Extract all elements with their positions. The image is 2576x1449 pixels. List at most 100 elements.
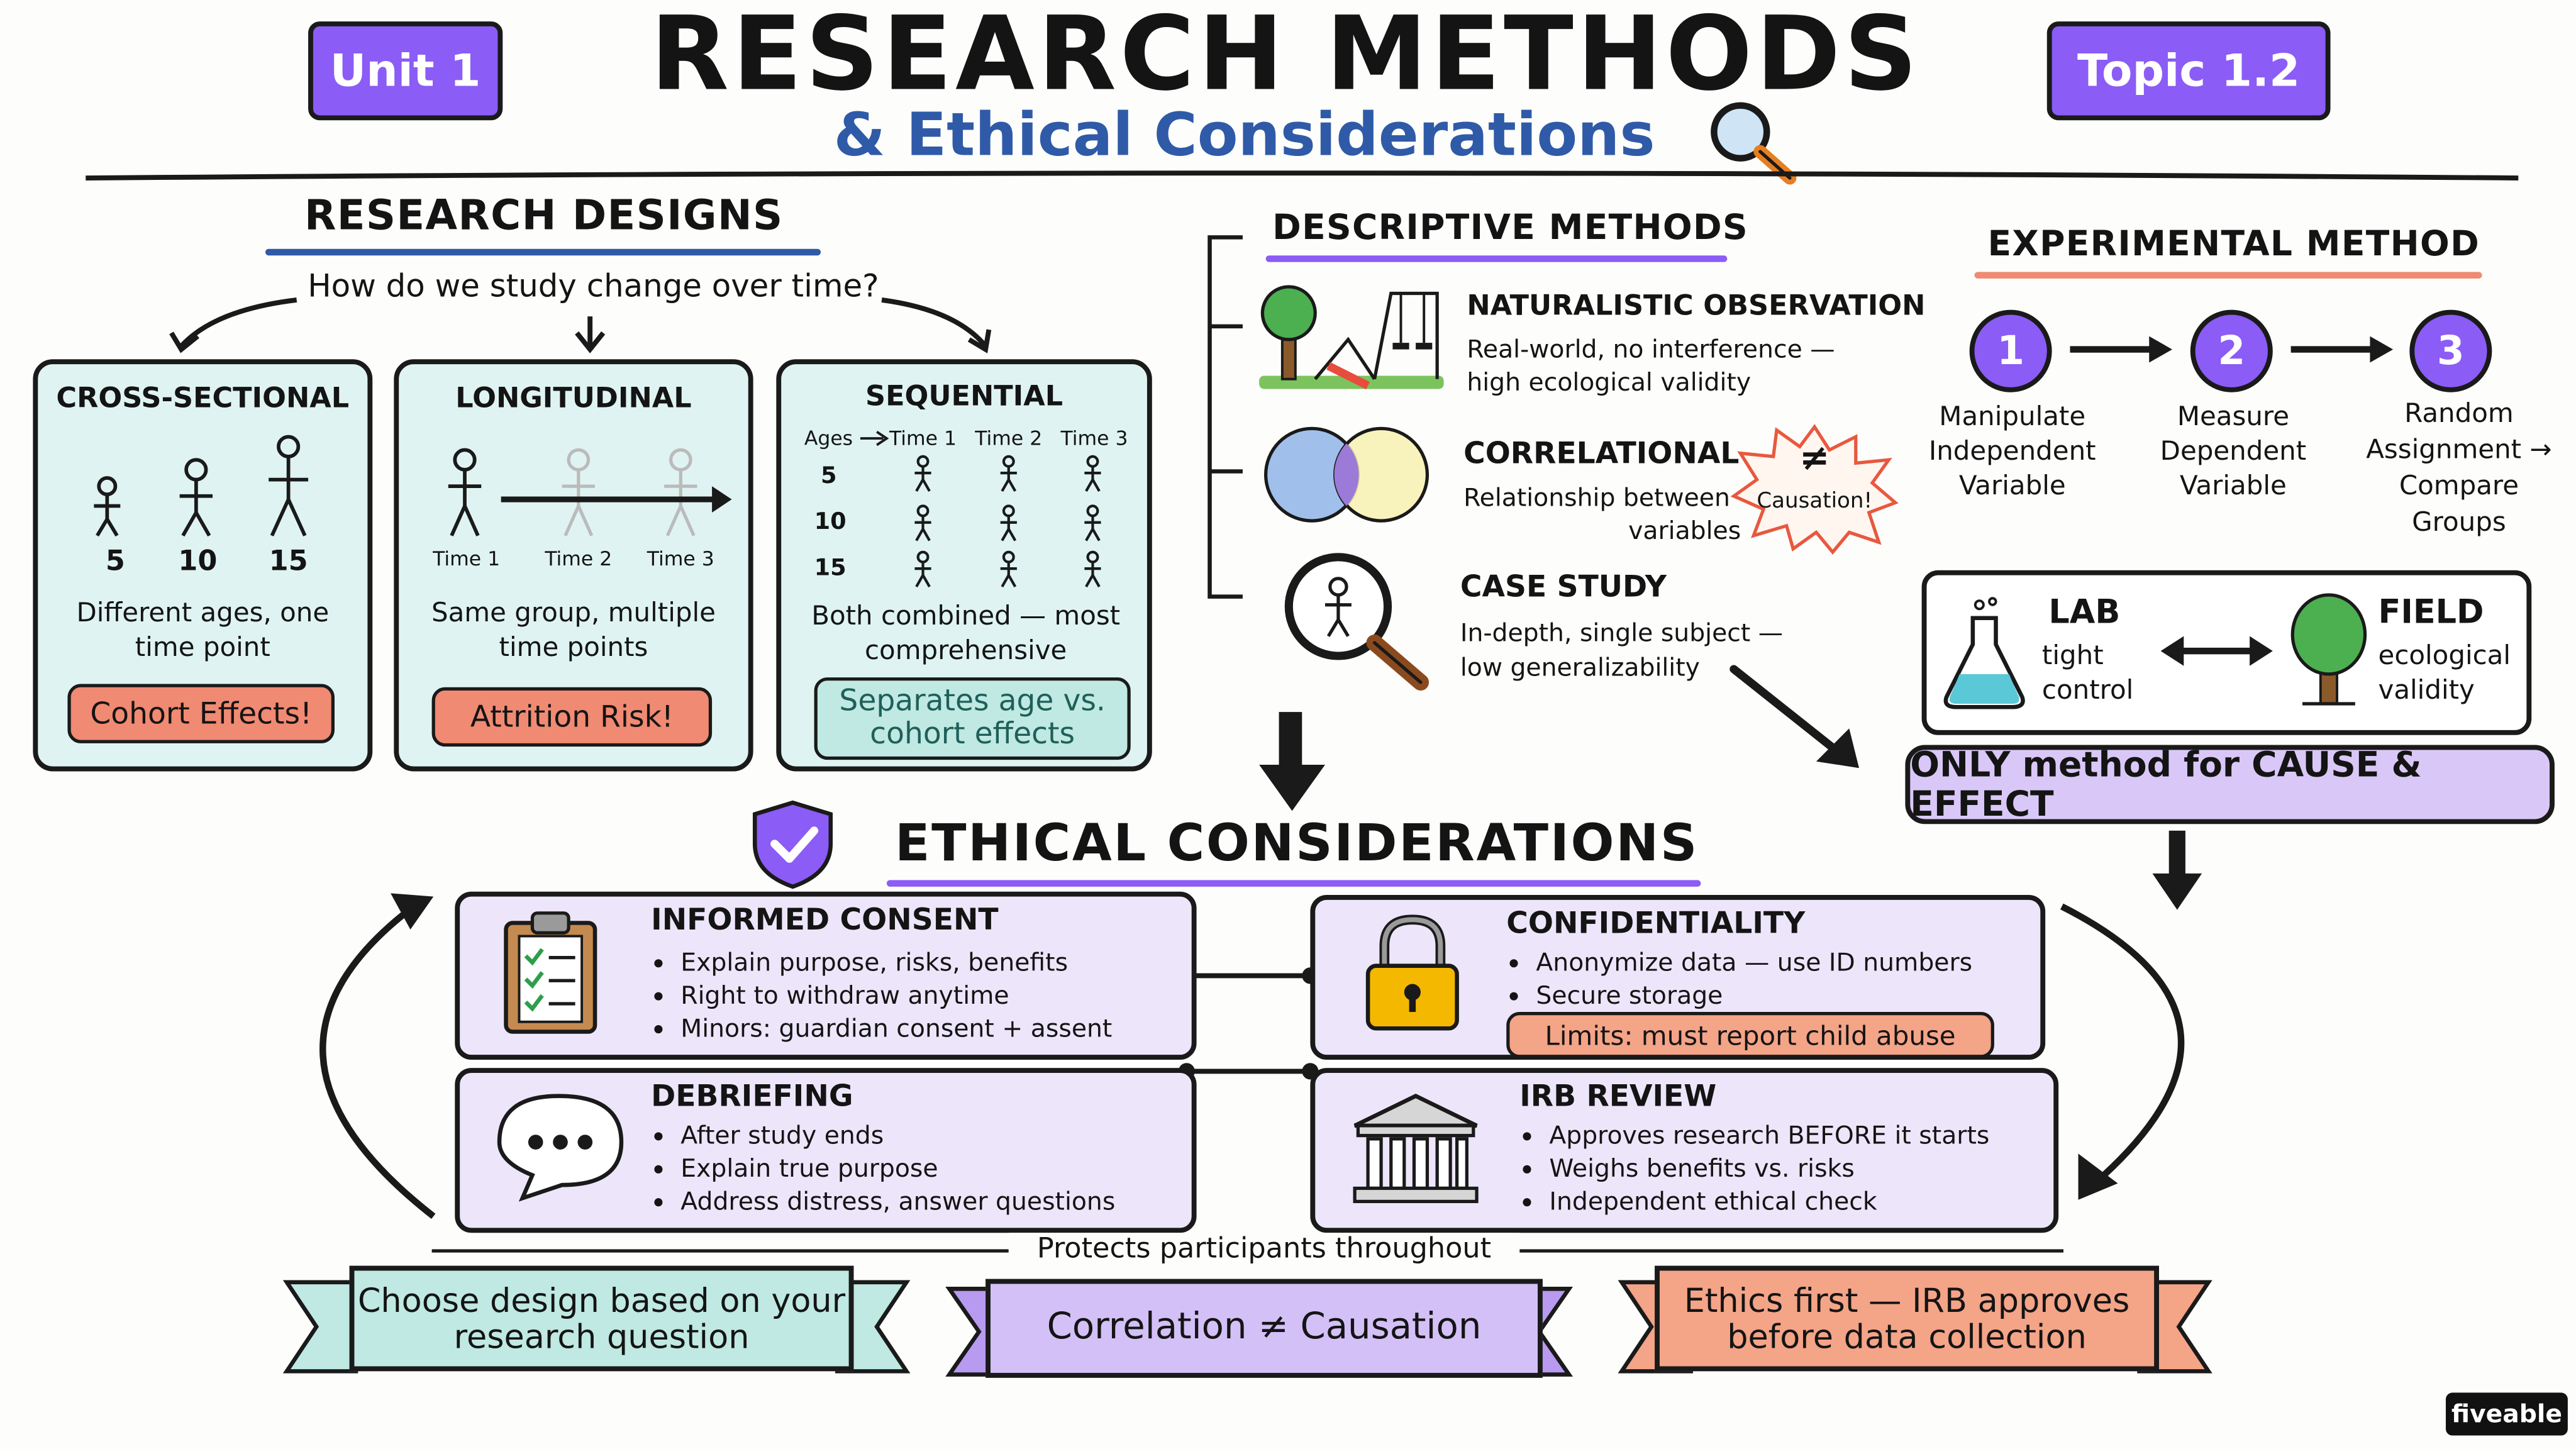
- list-item: Address distress, answer questions: [680, 1185, 1115, 1218]
- cross-sectional-description: Different ages, one time point: [76, 596, 330, 663]
- debriefing-box: DEBRIEFING After study ends Explain true…: [455, 1068, 1197, 1233]
- experimental-method-heading: EXPERIMENTAL METHOD: [1987, 224, 2480, 264]
- lab-title: LAB: [2048, 591, 2121, 631]
- confidentiality-box: CONFIDENTIALITY Anonymize data — use ID …: [1310, 894, 2046, 1060]
- list-item: Explain true purpose: [680, 1152, 1115, 1185]
- sequential-time-1: Time 1: [889, 426, 957, 450]
- sequential-description: Both combined — most comprehensive: [811, 599, 1121, 666]
- step-arrows: [2070, 336, 2394, 363]
- attrition-risk-pill: Attrition Risk!: [431, 687, 713, 747]
- list-item: Independent ethical check: [1549, 1185, 1989, 1218]
- page-subtitle: & Ethical Considerations: [833, 102, 1655, 170]
- age-label-15: 15: [269, 545, 308, 579]
- longitudinal-title: LONGITUDINAL: [455, 382, 692, 416]
- list-item: Explain purpose, risks, benefits: [680, 946, 1112, 979]
- list-item: Approves research BEFORE it starts: [1549, 1119, 1989, 1152]
- speech-bubble-icon: [497, 1094, 624, 1202]
- list-item: Minors: guardian consent + assent: [680, 1012, 1112, 1045]
- stick-figures-ages: [94, 435, 309, 537]
- irb-review-list: Approves research BEFORE it starts Weigh…: [1519, 1119, 1989, 1218]
- field-desc: ecological validity: [2378, 639, 2511, 706]
- naturalistic-line1: Real-world, no interference —: [1467, 334, 1835, 365]
- sequential-age-10: 10: [814, 509, 847, 536]
- research-designs-heading: RESEARCH DESIGNS: [304, 191, 784, 239]
- step-2-circle: 2: [2190, 309, 2273, 392]
- cross-sectional-title: CROSS-SECTIONAL: [56, 382, 350, 416]
- topic-badge: Topic 1.2: [2046, 21, 2331, 121]
- separates-effects-pill: Separates age vs. cohort effects: [814, 677, 1131, 760]
- informed-consent-list: Explain purpose, risks, benefits Right t…: [651, 946, 1112, 1045]
- header-divider: [86, 170, 2519, 180]
- case-study-magnifier-icon: [1284, 553, 1430, 691]
- informed-consent-title: INFORMED CONSENT: [651, 903, 999, 938]
- burst-causation-text: Causation!: [1757, 489, 1873, 514]
- case-study-title: CASE STUDY: [1460, 570, 1667, 605]
- lab-field-box: LAB tight control FIELD ecological valid…: [1921, 570, 2532, 735]
- confidentiality-list: Anonymize data — use ID numbers Secure s…: [1506, 946, 1972, 1012]
- starburst-icon: [1730, 424, 1899, 555]
- unit-badge: Unit 1: [308, 21, 503, 121]
- sequential-time-2: Time 2: [975, 426, 1043, 450]
- sequential-ages-label: Ages: [804, 426, 853, 450]
- arrow-right-icon: [860, 430, 889, 447]
- case-study-line2: low generalizability: [1460, 652, 1700, 682]
- tree-icon: [2290, 593, 2367, 706]
- descriptive-bracket: [1208, 235, 1243, 599]
- playground-icon: [1259, 285, 1444, 390]
- research-designs-underline: [265, 248, 821, 256]
- descriptive-methods-heading: DESCRIPTIVE METHODS: [1272, 208, 1748, 248]
- sequential-card: SEQUENTIAL Ages Time 1 Time 2 Time 3 5 1…: [776, 359, 1152, 772]
- sequential-time-3: Time 3: [1060, 426, 1128, 450]
- correlational-line2: variables: [1628, 516, 1741, 546]
- cohort-effects-pill: Cohort Effects!: [67, 684, 335, 743]
- down-arrow-right: [2152, 830, 2202, 910]
- sequential-age-15: 15: [814, 555, 847, 582]
- correlational-title: CORRELATIONAL: [1463, 436, 1740, 472]
- field-title: FIELD: [2378, 591, 2484, 631]
- list-item: Right to withdraw anytime: [680, 979, 1112, 1012]
- irb-review-title: IRB REVIEW: [1519, 1079, 1717, 1114]
- step-3-label: Random Assignment → Compare Groups: [2366, 397, 2552, 538]
- longitudinal-card: LONGITUDINAL Time 1 Time 2 Time 3 Same g…: [394, 359, 753, 772]
- step-1-label: Manipulate Independent Variable: [1928, 400, 2096, 501]
- shield-check-icon: [752, 800, 833, 889]
- double-arrow-icon: [2160, 636, 2273, 666]
- design-question: How do we study change over time?: [308, 269, 879, 305]
- age-label-5: 5: [105, 545, 125, 579]
- courthouse-icon: [1353, 1094, 1479, 1204]
- ethics-first-banner: Ethics first — IRB approves before data …: [1655, 1265, 2159, 1372]
- protects-line: [431, 1249, 2063, 1253]
- lab-desc: tight control: [2041, 639, 2134, 706]
- child-abuse-limit-pill: Limits: must report child abuse: [1506, 1012, 1994, 1058]
- flask-icon: [1943, 597, 2025, 709]
- not-equal-symbol: ≠: [1799, 438, 1830, 480]
- venn-diagram-icon: [1264, 426, 1430, 523]
- naturalistic-line2: high ecological validity: [1467, 367, 1752, 397]
- longitudinal-time-1: Time 1: [433, 547, 501, 570]
- page-title: RESEARCH METHODS: [650, 0, 1921, 114]
- step-1-circle: 1: [1969, 309, 2052, 392]
- cross-sectional-card: CROSS-SECTIONAL 5 10 15 Different ages, …: [33, 359, 373, 772]
- list-item: Weighs benefits vs. risks: [1549, 1152, 1989, 1185]
- sequential-grid-figures: [906, 457, 1121, 598]
- case-study-line1: In-depth, single subject —: [1460, 618, 1784, 648]
- ethics-cycle-arrows: [319, 893, 2185, 1219]
- padlock-icon: [1365, 914, 1459, 1031]
- descriptive-underline: [1265, 255, 1728, 262]
- irb-review-box: IRB REVIEW Approves research BEFORE it s…: [1310, 1068, 2059, 1233]
- longitudinal-timeline: [448, 448, 732, 536]
- down-arrow-big: [1259, 712, 1325, 811]
- ethical-considerations-heading: ETHICAL CONSIDERATIONS: [894, 814, 1699, 874]
- step-3-circle: 3: [2409, 309, 2492, 392]
- ethics-underline: [886, 880, 1701, 887]
- debriefing-list: After study ends Explain true purpose Ad…: [651, 1119, 1115, 1218]
- step-2-label: Measure Dependent Variable: [2160, 400, 2307, 501]
- sequential-title: SEQUENTIAL: [865, 380, 1063, 414]
- longitudinal-time-3: Time 3: [647, 547, 714, 570]
- list-item: Anonymize data — use ID numbers: [1536, 946, 1972, 979]
- experimental-underline: [1974, 272, 2482, 279]
- list-item: Secure storage: [1536, 979, 1972, 1012]
- debriefing-title: DEBRIEFING: [651, 1079, 853, 1114]
- sequential-age-5: 5: [821, 463, 837, 490]
